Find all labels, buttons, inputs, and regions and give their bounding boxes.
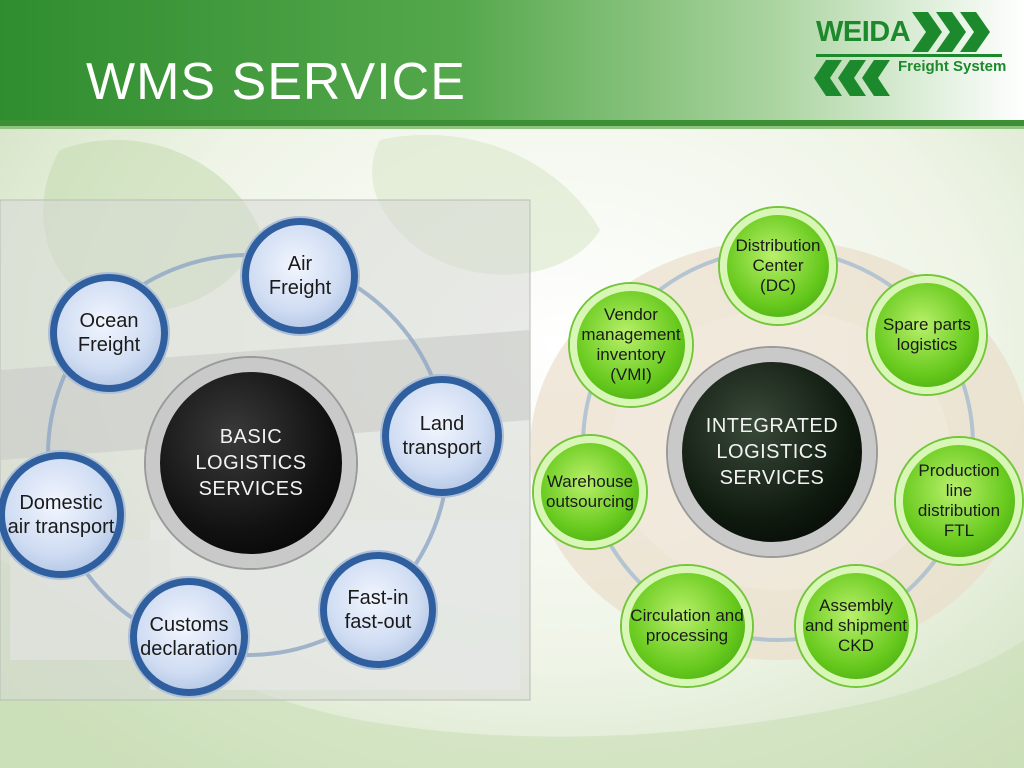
node-assembly-shipment-ckd: Assembly and shipment CKD [796,566,916,686]
node-vendor-managed-inventory: Vendor management inventory (VMI) [570,284,692,406]
logo-chevrons-icon [814,12,1002,96]
logo-subtitle: Freight System [898,58,1007,75]
integrated-services-hub-label: INTEGRATED LOGISTICS SERVICES [705,415,839,489]
node-production-line-distribution: Production line distribution FTL [896,438,1022,564]
logo-brand: WEIDA [816,16,911,48]
node-fast-in-fast-out: Fast-in fast-out [320,552,436,668]
node-domestic-air-transport: Domestic air transport [0,452,124,578]
basic-services-hub-label: BASIC LOGISTICS SERVICES [195,426,307,500]
basic-services-hub: BASIC LOGISTICS SERVICES [146,358,356,568]
node-land-transport: Land transport [382,376,502,496]
slide-title: WMS SERVICE [86,53,466,111]
node-distribution-center: Distribution Center (DC) [720,208,836,324]
node-air-freight: Air Freight [242,218,358,334]
integrated-services-hub: INTEGRATED LOGISTICS SERVICES [668,348,876,556]
node-circulation-processing: Circulation and processing [622,566,752,686]
node-spare-parts-logistics: Spare parts logistics [868,276,986,394]
node-warehouse-outsourcing: Warehouse outsourcing [534,436,646,548]
node-customs-declaration: Customs declaration [130,578,248,696]
weida-logo: WEIDA Freight System [812,6,1008,102]
node-ocean-freight: Ocean Freight [50,274,168,392]
